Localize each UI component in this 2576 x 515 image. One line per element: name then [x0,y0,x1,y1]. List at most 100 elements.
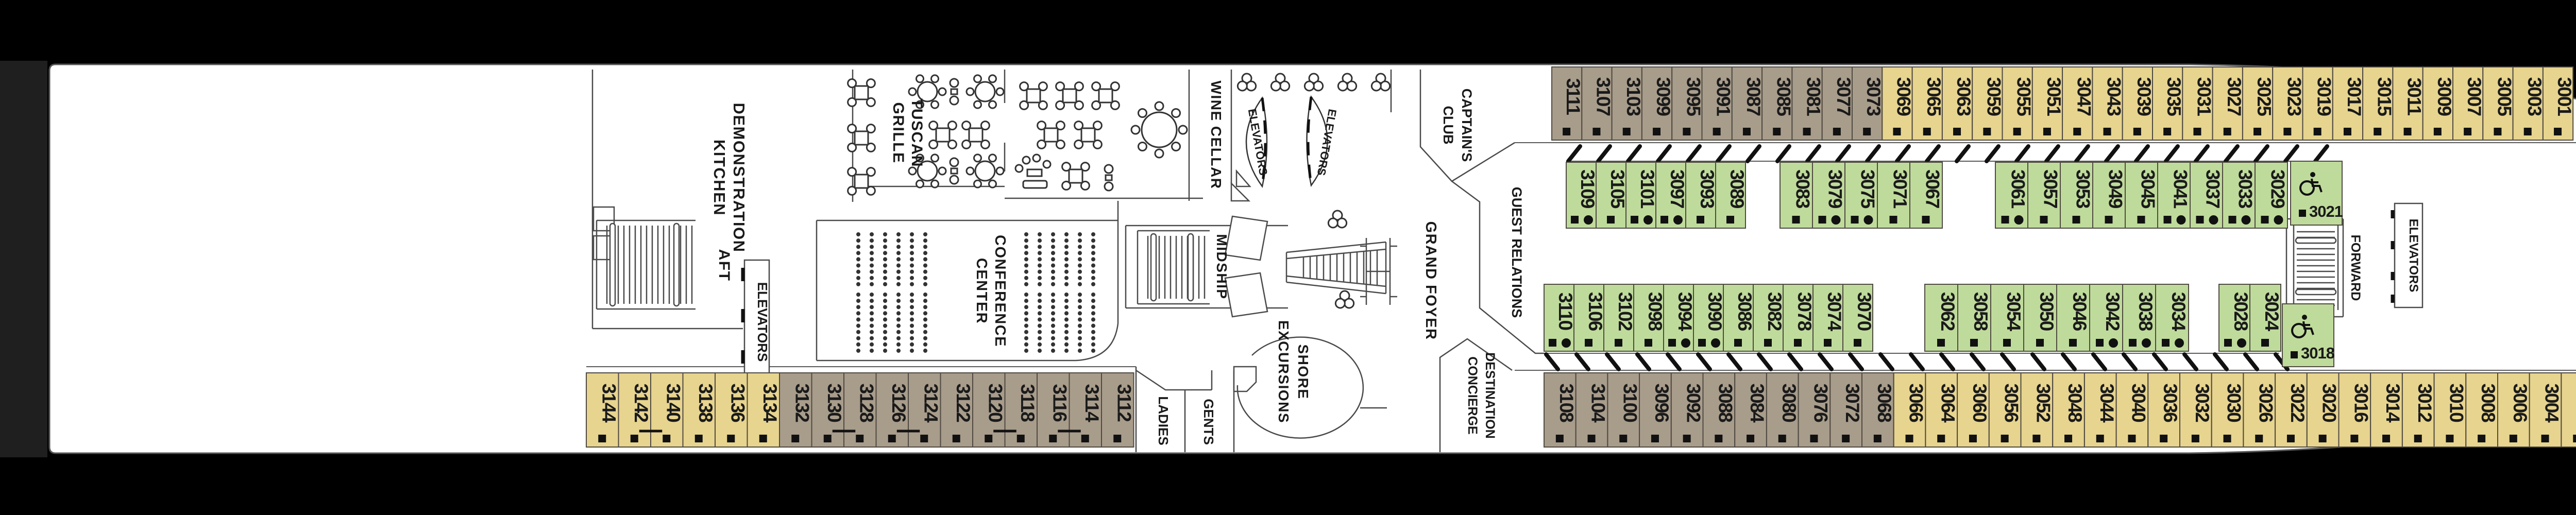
cabin-3048[interactable]: 3048 [2052,372,2086,448]
cabin-3074[interactable]: 3074 [1812,284,1845,352]
cabin-3053[interactable]: 3053 [2060,162,2094,229]
cabin-3028[interactable]: 3028 [2218,284,2251,352]
cabin-3132[interactable]: 3132 [779,372,812,448]
cabin-3033[interactable]: 3033 [2222,162,2256,229]
cabin-3002[interactable]: 3002 [2561,372,2576,448]
cabin-3065[interactable]: 3065 [1911,66,1944,141]
cabin-3063[interactable]: 3063 [1941,66,1974,141]
midship-stairs[interactable] [1137,230,1210,305]
cabin-3057[interactable]: 3057 [2027,162,2061,229]
cabin-3006[interactable]: 3006 [2497,372,2531,448]
cabin-3045[interactable]: 3045 [2125,162,2159,229]
cabin-3018-accessible[interactable]: 3018 [2282,303,2335,367]
cabin-3144[interactable]: 3144 [586,372,619,448]
cabin-3031[interactable]: 3031 [2182,66,2214,141]
cabin-3026[interactable]: 3026 [2243,372,2276,448]
cabin-3142[interactable]: 3142 [618,372,652,448]
cabin-3107[interactable]: 3107 [1581,66,1614,141]
cabin-3030[interactable]: 3030 [2211,372,2245,448]
cabin-3008[interactable]: 3008 [2465,372,2499,448]
cabin-3037[interactable]: 3037 [2190,162,2224,229]
cabin-3043[interactable]: 3043 [2092,66,2125,141]
cabin-3060[interactable]: 3060 [1957,372,1990,448]
cabin-3089[interactable]: 3089 [1715,162,1748,229]
cabin-3122[interactable]: 3122 [940,372,974,448]
cabin-3086[interactable]: 3086 [1723,284,1755,352]
cabin-3016[interactable]: 3016 [2338,372,2372,448]
aft-stairs[interactable] [596,219,696,310]
cabin-3108[interactable]: 3108 [1544,372,1577,448]
cabin-3001[interactable]: 3001 [2542,66,2575,141]
cabin-3081[interactable]: 3081 [1791,66,1824,141]
cabin-3036[interactable]: 3036 [2147,372,2181,448]
cabin-3138[interactable]: 3138 [682,372,716,448]
cabin-3116[interactable]: 3116 [1037,372,1070,448]
cabin-3083[interactable]: 3083 [1780,162,1814,229]
cabin-3044[interactable]: 3044 [2083,372,2117,448]
cabin-3035[interactable]: 3035 [2152,66,2184,141]
cabin-3025[interactable]: 3025 [2242,66,2275,141]
cabin-3111[interactable]: 3111 [1551,66,1584,141]
cabin-3052[interactable]: 3052 [2020,372,2054,448]
cabin-3114[interactable]: 3114 [1069,372,1103,448]
cabin-3069[interactable]: 3069 [1882,66,1914,141]
cabin-3007[interactable]: 3007 [2452,66,2485,141]
cabin-3087[interactable]: 3087 [1731,66,1764,141]
cabin-3038[interactable]: 3038 [2122,284,2156,352]
cabin-3051[interactable]: 3051 [2031,66,2064,141]
cabin-3054[interactable]: 3054 [1990,284,2024,352]
cabin-3091[interactable]: 3091 [1701,66,1734,141]
cabin-3112[interactable]: 3112 [1101,372,1134,448]
cabin-3034[interactable]: 3034 [2155,284,2189,352]
cabin-3073[interactable]: 3073 [1852,66,1884,141]
midship-elevator-banks[interactable] [1235,95,1328,188]
cabin-3090[interactable]: 3090 [1693,284,1725,352]
cabin-3014[interactable]: 3014 [2370,372,2403,448]
cabin-3070[interactable]: 3070 [1842,284,1875,352]
cabin-3098[interactable]: 3098 [1633,284,1666,352]
cabin-3109[interactable]: 3109 [1566,162,1598,229]
aft-elevator-bank[interactable] [741,259,770,385]
cabin-3079[interactable]: 3079 [1812,162,1846,229]
cabin-3049[interactable]: 3049 [2092,162,2126,229]
cabin-3128[interactable]: 3128 [843,372,877,448]
cabin-3130[interactable]: 3130 [811,372,845,448]
cabin-3140[interactable]: 3140 [650,372,684,448]
cabin-3082[interactable]: 3082 [1753,284,1785,352]
cabin-3097[interactable]: 3097 [1655,162,1688,229]
cabin-3027[interactable]: 3027 [2212,66,2245,141]
cabin-3134[interactable]: 3134 [747,372,781,448]
cabin-3061[interactable]: 3061 [1995,162,2029,229]
cabin-3126[interactable]: 3126 [875,372,909,448]
cabin-3120[interactable]: 3120 [972,372,1006,448]
cabin-3096[interactable]: 3096 [1639,372,1672,448]
cabin-3046[interactable]: 3046 [2056,284,2090,352]
cabin-3072[interactable]: 3072 [1829,372,1863,448]
cabin-3076[interactable]: 3076 [1798,372,1832,448]
cabin-3041[interactable]: 3041 [2157,162,2191,229]
cabin-3078[interactable]: 3078 [1783,284,1815,352]
stairways[interactable] [596,219,2339,310]
cabin-3010[interactable]: 3010 [2433,372,2467,448]
cabin-3055[interactable]: 3055 [2002,66,2035,141]
cabin-3093[interactable]: 3093 [1685,162,1718,229]
cabin-3017[interactable]: 3017 [2332,66,2365,141]
cabin-3050[interactable]: 3050 [2023,284,2057,352]
cabin-3085[interactable]: 3085 [1761,66,1794,141]
cabin-3067[interactable]: 3067 [1909,162,1943,229]
cabin-3066[interactable]: 3066 [1893,372,1927,448]
cabin-3011[interactable]: 3011 [2392,66,2425,141]
cabin-3092[interactable]: 3092 [1670,372,1704,448]
cabin-3029[interactable]: 3029 [2255,162,2289,229]
cabin-3104[interactable]: 3104 [1575,372,1609,448]
cabin-3088[interactable]: 3088 [1702,372,1736,448]
cabin-3124[interactable]: 3124 [908,372,941,448]
cabin-3095[interactable]: 3095 [1671,66,1704,141]
cabin-3058[interactable]: 3058 [1957,284,1991,352]
cabin-3015[interactable]: 3015 [2362,66,2395,141]
cabin-3042[interactable]: 3042 [2089,284,2123,352]
cabin-3110[interactable]: 3110 [1544,284,1576,352]
cabin-3102[interactable]: 3102 [1603,284,1636,352]
cabin-3021-accessible[interactable]: 3021 [2290,161,2344,226]
cabin-3099[interactable]: 3099 [1641,66,1674,141]
